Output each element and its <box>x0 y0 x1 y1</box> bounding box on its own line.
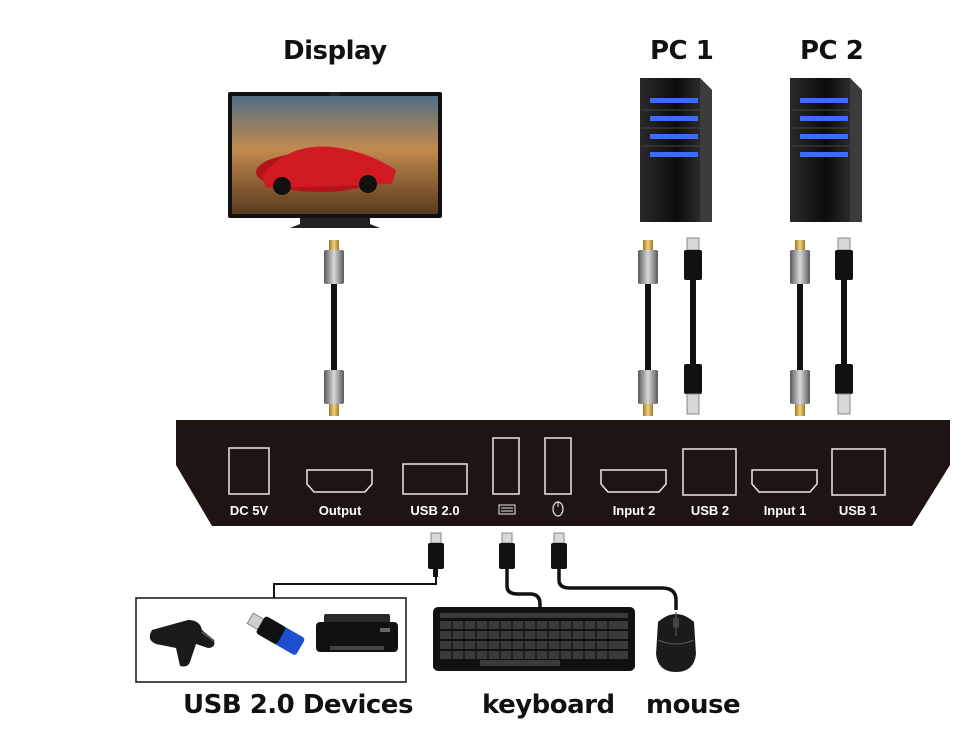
hdmi-cable-display <box>324 240 344 416</box>
mouse-cable <box>557 569 678 610</box>
usb2-port <box>682 448 737 496</box>
hdmi-cable-pc2 <box>790 240 810 416</box>
dc5v-port <box>228 447 270 495</box>
output-port <box>306 469 373 493</box>
pc1-label: PC 1 <box>650 36 714 66</box>
usb2-label: USB 2 <box>690 503 730 518</box>
mouse-port <box>544 437 572 495</box>
input1-port <box>751 469 818 493</box>
hdmi-cable-pc1 <box>638 240 658 416</box>
display-label: Display <box>283 36 387 66</box>
input1-label: Input 1 <box>763 503 807 518</box>
mouse-device-icon <box>656 612 696 672</box>
usb1-label: USB 1 <box>838 503 878 518</box>
keyboard-label: keyboard <box>482 690 615 720</box>
usb-plug-mouse <box>551 532 567 569</box>
mouse-label: mouse <box>646 690 741 720</box>
usb-plug-keyboard <box>499 532 515 569</box>
devices-connector-line <box>273 577 437 598</box>
usb-cable-pc2 <box>835 237 853 415</box>
pc2-tower <box>790 78 862 222</box>
printer-icon <box>316 614 398 652</box>
input2-port <box>600 469 667 493</box>
keyboard-icon <box>498 504 516 515</box>
input2-label: Input 2 <box>612 503 656 518</box>
pc1-tower <box>640 78 712 222</box>
mouse-icon <box>552 501 564 517</box>
keyboard-device-icon <box>433 607 635 671</box>
tv-monitor <box>228 92 442 228</box>
dc5v-label: DC 5V <box>229 503 269 518</box>
output-label: Output <box>318 503 362 518</box>
barcode-scanner-icon <box>149 620 215 667</box>
pc2-label: PC 2 <box>800 36 864 66</box>
keyboard-port <box>492 437 520 495</box>
usb20-port <box>402 463 468 495</box>
usb-devices-label: USB 2.0 Devices <box>183 690 413 720</box>
usb20-label: USB 2.0 <box>410 503 460 518</box>
usb-cable-pc1 <box>684 237 702 415</box>
usb-flash-drive-icon <box>246 612 305 655</box>
usb-plug-devices <box>428 532 444 577</box>
keyboard-cable <box>505 569 542 610</box>
usb1-port <box>831 448 886 496</box>
kvm-switch-body <box>176 420 950 526</box>
